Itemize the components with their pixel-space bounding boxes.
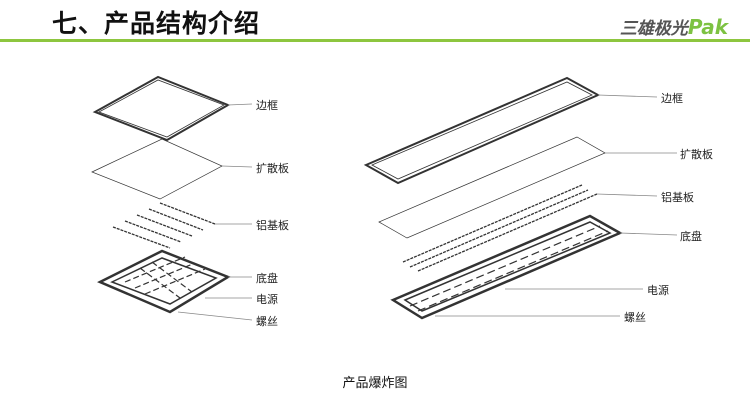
right-label-diffuser: 扩散板 [680, 148, 713, 161]
right-label-aluminum-board: 铝基板 [661, 191, 694, 204]
left-led-strips [112, 202, 216, 249]
right-leader-lines [435, 94, 678, 317]
brand-logo: 三雄极光Pak [620, 14, 728, 39]
header-divider [0, 39, 750, 42]
left-label-frame: 边框 [256, 99, 278, 112]
logo-cn: 三雄极光 [619, 19, 688, 39]
left-label-base: 底盘 [256, 272, 278, 285]
right-led-strips [402, 184, 598, 272]
right-frame [363, 76, 601, 185]
left-base-tray [97, 249, 231, 314]
figure-caption: 产品爆炸图 [342, 376, 408, 391]
left-label-power: 电源 [256, 293, 278, 306]
right-label-frame: 边框 [661, 92, 683, 105]
left-diffuser [91, 138, 223, 200]
left-label-diffuser: 扩散板 [256, 162, 289, 175]
left-label-screw: 螺丝 [256, 315, 278, 328]
right-label-power: 电源 [647, 284, 669, 297]
logo-en: Pak [687, 15, 728, 39]
right-label-screw: 螺丝 [624, 311, 646, 324]
page-title: 七、产品结构介绍 [52, 9, 261, 38]
right-label-base: 底盘 [680, 230, 702, 243]
left-frame [92, 75, 231, 142]
left-leader-lines [177, 103, 253, 321]
left-label-aluminum-board: 铝基板 [256, 219, 289, 232]
